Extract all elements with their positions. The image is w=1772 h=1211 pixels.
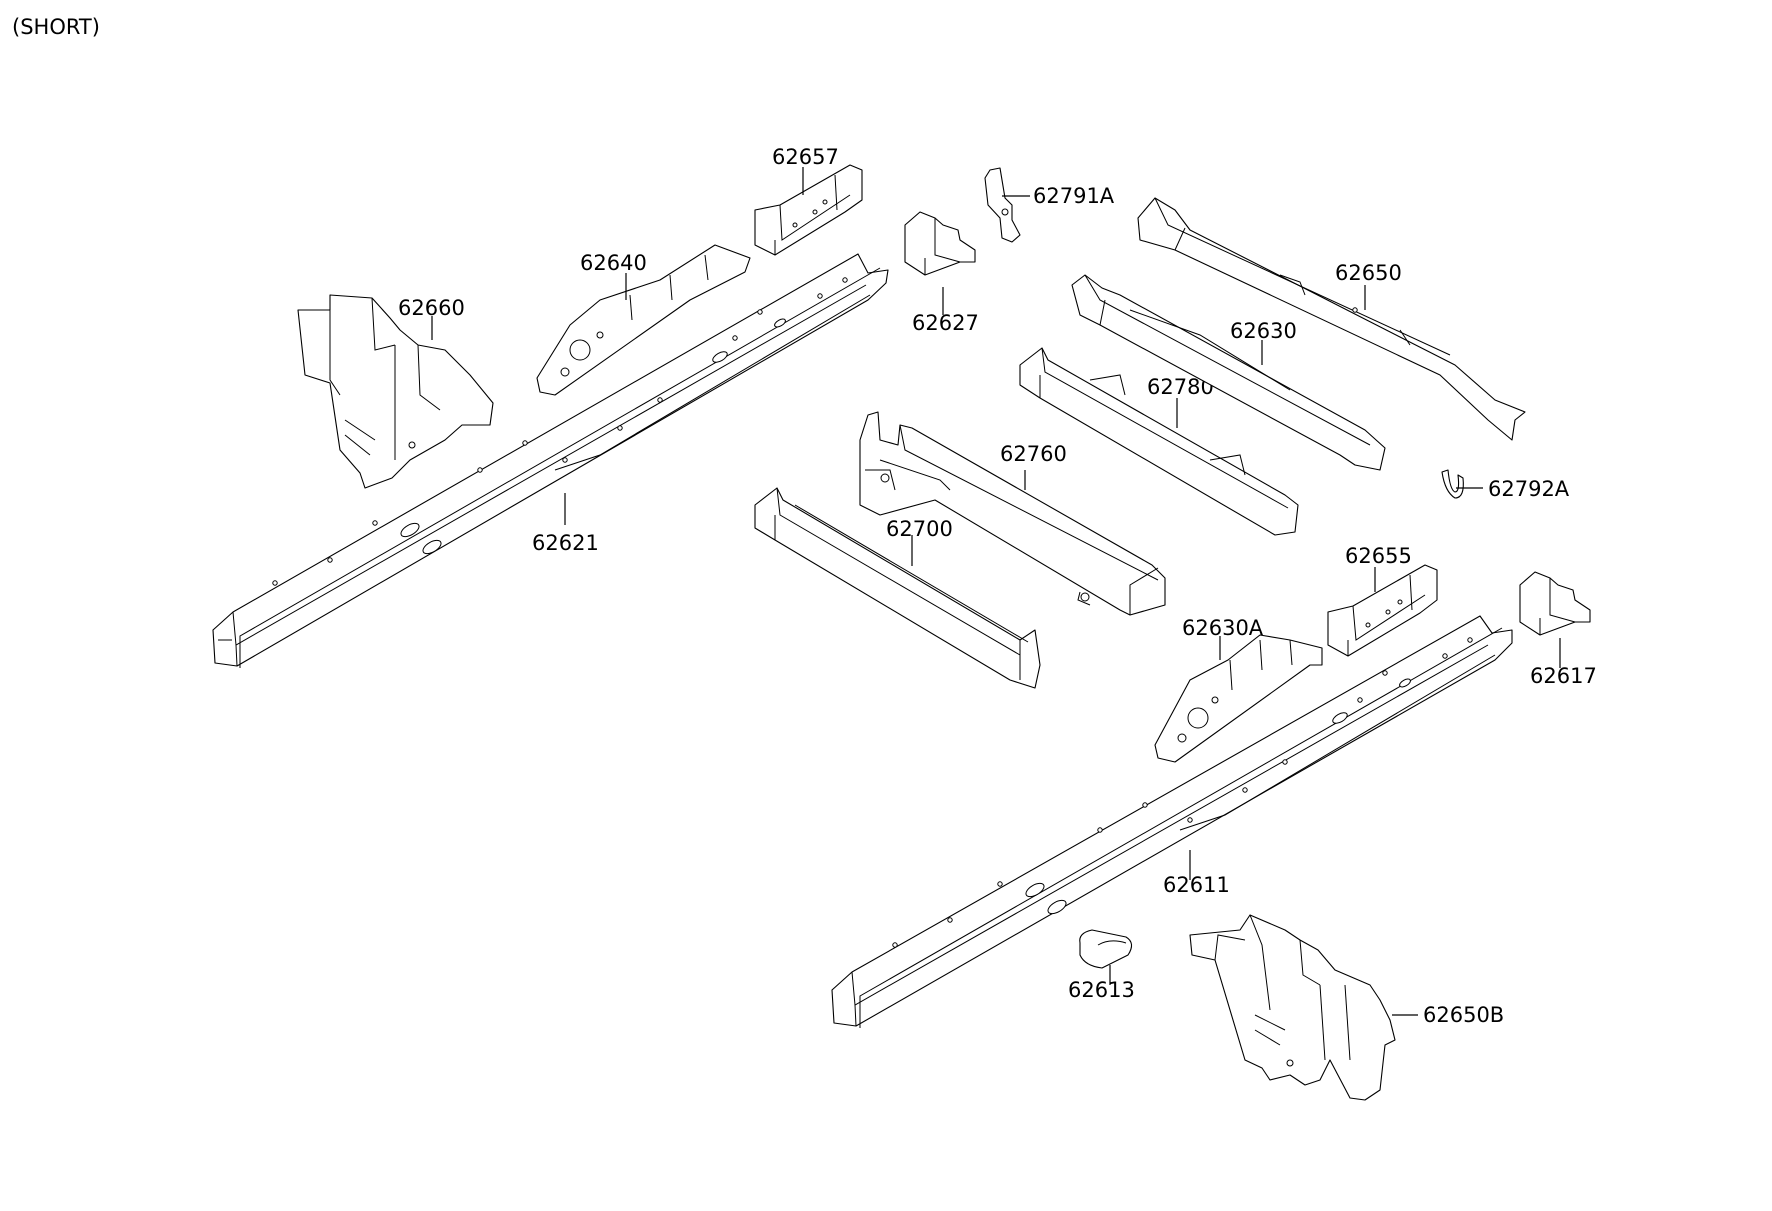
label-62617[interactable]: 62617	[1530, 664, 1597, 688]
label-62700[interactable]: 62700	[886, 517, 953, 541]
part-62630a-drawing	[1154, 634, 1323, 763]
label-62627[interactable]: 62627	[912, 311, 979, 335]
label-62760[interactable]: 62760	[1000, 442, 1067, 466]
label-62660[interactable]: 62660	[398, 296, 465, 320]
part-62700-drawing	[754, 487, 1041, 689]
label-62657[interactable]: 62657	[772, 145, 839, 169]
part-62650-drawing	[1137, 197, 1526, 441]
label-62640[interactable]: 62640	[580, 251, 647, 275]
label-62613[interactable]: 62613	[1068, 978, 1135, 1002]
label-62655[interactable]: 62655	[1345, 544, 1412, 568]
part-62650b-drawing	[1189, 914, 1396, 1101]
variant-label: (SHORT)	[12, 15, 100, 39]
label-62791a[interactable]: 62791A	[1033, 184, 1115, 208]
part-62660-drawing	[297, 294, 494, 489]
part-62621-drawing	[212, 253, 889, 668]
part-62657-drawing	[754, 164, 863, 256]
part-62611-drawing	[831, 615, 1513, 1028]
part-62780-drawing	[1019, 347, 1299, 536]
label-62621[interactable]: 62621	[532, 531, 599, 555]
label-62650b[interactable]: 62650B	[1423, 1003, 1504, 1027]
part-62640-drawing	[536, 244, 751, 396]
part-62630-drawing	[1071, 274, 1386, 471]
part-62655-drawing	[1327, 564, 1438, 657]
label-62630a[interactable]: 62630A	[1182, 616, 1264, 640]
part-62791a-drawing	[984, 167, 1021, 243]
label-62792a[interactable]: 62792A	[1488, 477, 1570, 501]
label-62611[interactable]: 62611	[1163, 873, 1230, 897]
part-62627-drawing	[904, 211, 976, 276]
label-62630[interactable]: 62630	[1230, 319, 1297, 343]
part-62617-drawing	[1519, 571, 1591, 636]
part-62792a-drawing	[1441, 469, 1464, 499]
part-62760-drawing	[859, 411, 1166, 616]
part-62613-drawing	[1079, 929, 1133, 969]
label-62650[interactable]: 62650	[1335, 261, 1402, 285]
